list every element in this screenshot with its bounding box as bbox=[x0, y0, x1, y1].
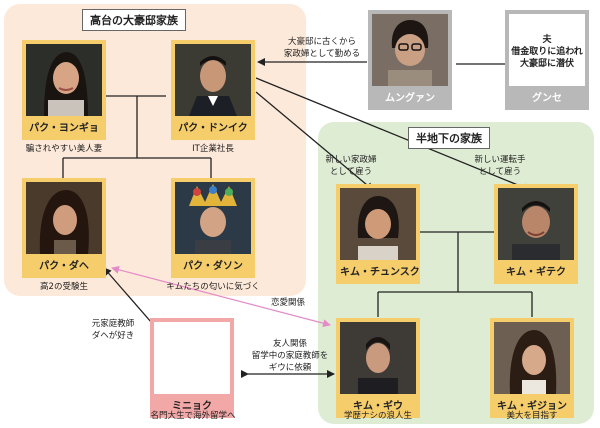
giteak-hired-arrow bbox=[255, 77, 531, 192]
name-yeongyo: パク・ヨンギョ bbox=[29, 123, 99, 134]
desc-minhyuk: 名門大生で海外留学へ bbox=[150, 411, 236, 421]
note-romance: 恋愛関係 bbox=[270, 298, 305, 308]
name-dasong: パク・ダソン bbox=[183, 261, 243, 272]
name-minhyuk: ミニョク bbox=[172, 401, 212, 412]
name-gijung: キム・ギジョン bbox=[497, 401, 567, 412]
card-dahye[interactable]: パク・ダヘ bbox=[22, 178, 106, 278]
photo-mungwang bbox=[372, 14, 448, 86]
desc-giwoo: 学歴ナシの浪人生 bbox=[343, 411, 412, 421]
name-giwoo: キム・ギウ bbox=[353, 401, 403, 412]
card-gijung[interactable]: キム・ギジョン bbox=[490, 318, 574, 418]
photo-yeongyo bbox=[26, 44, 102, 116]
photo-gijung bbox=[494, 322, 570, 394]
park-children-line bbox=[62, 96, 212, 178]
kim-family-title: 半地下の家族 bbox=[408, 127, 490, 149]
desc-gijung: 美大を目指す bbox=[506, 411, 558, 421]
name-geunsae: グンセ bbox=[532, 93, 562, 104]
photo-chungsook bbox=[340, 188, 416, 260]
card-mungwang[interactable]: ムングァン bbox=[368, 10, 452, 110]
romance-arrow bbox=[111, 265, 331, 328]
note-minhyuk-likes-dahye: 元家庭教師 ダヘが好き bbox=[91, 319, 135, 341]
note-chungsook-hired: 新しい家政婦 として雇う bbox=[325, 155, 377, 177]
note-friends: 友人関係 留学中の家庭教師を ギウに依頼 bbox=[251, 339, 329, 373]
photo-giwoo bbox=[340, 322, 416, 394]
card-yeongyo[interactable]: パク・ヨンギョ bbox=[22, 40, 106, 140]
name-chungsook: キム・チュンスク bbox=[340, 267, 420, 278]
card-giteak[interactable]: キム・ギテク bbox=[494, 184, 578, 284]
kim-children-line bbox=[377, 232, 533, 317]
photo-minhyuk bbox=[154, 322, 230, 394]
card-chungsook[interactable]: キム・チュンスク bbox=[336, 184, 420, 284]
photo-dahye bbox=[26, 182, 102, 254]
desc-dahye: 高2の受験生 bbox=[40, 282, 88, 292]
photo-dongik bbox=[175, 44, 251, 116]
card-giwoo[interactable]: キム・ギウ bbox=[336, 318, 420, 418]
desc-dasong: キムたちの匂いに気づく bbox=[166, 282, 260, 292]
chungsook-hired-arrow bbox=[255, 91, 374, 191]
card-geunsae[interactable]: 夫 借金取りに追われ 大豪邸に潜伏 グンセ bbox=[505, 10, 589, 110]
card-minhyuk[interactable]: ミニョク bbox=[150, 318, 234, 418]
park-family-title: 高台の大豪邸家族 bbox=[82, 9, 186, 31]
note-giteak-hired: 新しい運転手 として雇う bbox=[474, 155, 526, 177]
geunsae-description: 夫 借金取りに追われ 大豪邸に潜伏 bbox=[509, 14, 585, 86]
card-dasong[interactable]: パク・ダソン bbox=[171, 178, 255, 278]
name-dahye: パク・ダヘ bbox=[39, 261, 89, 272]
card-dongik[interactable]: パク・ドンイク bbox=[171, 40, 255, 140]
photo-giteak bbox=[498, 188, 574, 260]
note-mungwang-housekeeper: 大豪邸に古くから 家政婦として勤める bbox=[283, 37, 361, 59]
photo-dasong bbox=[175, 182, 251, 254]
desc-dongik: IT企業社長 bbox=[192, 144, 234, 154]
desc-yeongyo: 騙されやすい美人妻 bbox=[25, 144, 103, 154]
name-dongik: パク・ドンイク bbox=[178, 123, 248, 134]
name-giteak: キム・ギテク bbox=[506, 267, 566, 278]
name-mungwang: ムングァン bbox=[385, 93, 435, 104]
